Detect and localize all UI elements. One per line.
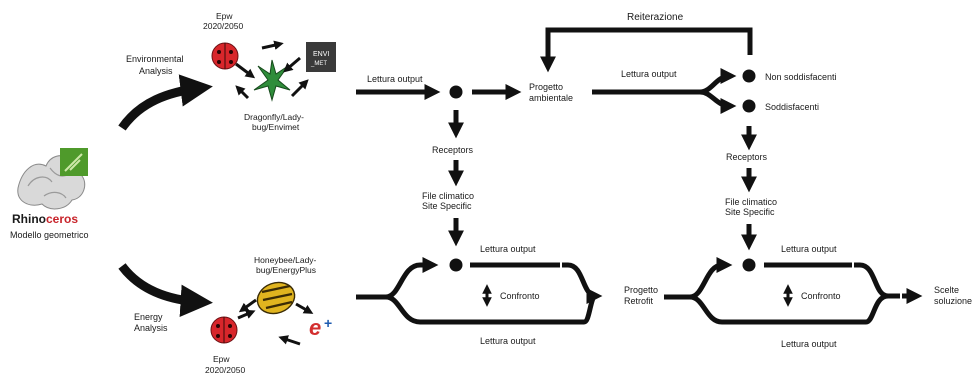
receptors-1: Receptors xyxy=(432,145,474,155)
bottom-lettura-output-bottom-1: Lettura output xyxy=(480,336,536,346)
energyplus-icon: e + xyxy=(306,315,338,340)
file-climatico-1-line2: Site Specific xyxy=(422,201,472,211)
env-arrow-loop-top xyxy=(261,40,284,50)
svg-text:ENVI: ENVI xyxy=(313,51,329,58)
env-arrow-envimet xyxy=(283,56,301,73)
progetto-retrofit-line2: Retrofit xyxy=(624,296,654,306)
svg-text:+: + xyxy=(324,315,332,331)
file-climatico-2-line2: Site Specific xyxy=(725,207,775,217)
bottom-lettura-output-top-1: Lettura output xyxy=(480,244,536,254)
fork-1-upper-arrow xyxy=(385,256,439,300)
progetto-retrofit-line1: Progetto xyxy=(624,285,658,295)
env-arrow-loop-left xyxy=(235,85,250,100)
fork-1-lower-line xyxy=(385,294,584,325)
energy-arrow-eplus-loop xyxy=(278,335,301,346)
fork-2-upper-arrow xyxy=(689,256,733,300)
bottom-lettura-output-bottom-2: Lettura output xyxy=(781,339,837,349)
receptors-2: Receptors xyxy=(726,152,768,162)
fork-2-lower-line xyxy=(689,294,866,325)
non-soddisfacenti-label: Non soddisfacenti xyxy=(765,72,837,82)
confronto-2-label: Confronto xyxy=(801,291,841,301)
file-climatico-1-line1: File climatico xyxy=(422,191,474,201)
env-arrow-loop-right xyxy=(290,79,309,98)
energy-arrow-honeybee-to-ladybug xyxy=(238,298,257,313)
arrow-to-environmental xyxy=(118,74,213,131)
energy-analysis-line2: Analysis xyxy=(134,323,168,333)
node-non-soddisfacenti xyxy=(742,69,756,83)
env-epw-line1: Epw xyxy=(216,11,233,21)
ladybug-icon xyxy=(210,316,238,344)
svg-text:_MET: _MET xyxy=(310,61,327,67)
soddisfacenti-label: Soddisfacenti xyxy=(765,102,819,112)
node-soddisfacenti xyxy=(742,99,756,113)
envimet-icon: ENVI _MET xyxy=(306,42,336,72)
confronto-1-label: Confronto xyxy=(500,291,540,301)
model-label: Modello geometrico xyxy=(10,230,89,240)
node-top-1 xyxy=(449,85,463,99)
progetto-ambientale-line2: ambientale xyxy=(529,93,573,103)
reiterazione-label: Reiterazione xyxy=(627,12,684,23)
svg-text:e: e xyxy=(309,315,321,340)
dragonfly-icon xyxy=(253,59,291,102)
ladybug-icon xyxy=(211,42,239,70)
split-down-arrow xyxy=(699,89,737,114)
progetto-ambientale-line1: Progetto xyxy=(529,82,563,92)
scelte-soluzione-line2: soluzione xyxy=(934,296,972,306)
env-analysis-line2: Analysis xyxy=(139,66,173,76)
bottom-lettura-output-top-2: Lettura output xyxy=(781,244,837,254)
env-epw-line2: 2020/2050 xyxy=(203,21,243,31)
energy-arrow-ladybug-loop xyxy=(237,309,256,320)
energy-analysis-line1: Energy xyxy=(134,312,163,322)
arrow-to-energy xyxy=(118,263,213,317)
rhino-brand: Rhinoceros xyxy=(12,212,78,226)
top-lettura-output-1: Lettura output xyxy=(367,74,423,84)
reiterazione-loop-arrow xyxy=(539,27,753,73)
env-tools-line1: Dragonfly/Lady- xyxy=(244,112,304,122)
energy-arrow-honeybee-to-eplus xyxy=(295,302,314,314)
honeybee-icon xyxy=(256,281,296,315)
merge-2-lower xyxy=(865,293,889,325)
merge-2-upper xyxy=(854,262,900,299)
top-lettura-output-2: Lettura output xyxy=(621,69,677,79)
env-tools-line2: bug/Envimet xyxy=(252,122,300,132)
energy-epw-line2: 2020/2050 xyxy=(205,365,245,375)
energy-tools-line2: bug/EnergyPlus xyxy=(256,265,316,275)
file-climatico-2-line1: File climatico xyxy=(725,197,777,207)
env-arrow-ladybug xyxy=(235,62,256,79)
scelte-soluzione-line1: Scelte xyxy=(934,285,959,295)
merge-1-upper xyxy=(562,262,603,304)
split-up-arrow xyxy=(699,68,737,95)
grasshopper-icon xyxy=(60,148,88,176)
node-bottom-1 xyxy=(449,258,463,272)
merge-1-lower xyxy=(582,293,598,325)
energy-tools-line1: Honeybee/Lady- xyxy=(254,255,317,265)
env-analysis-line1: Environmental xyxy=(126,54,184,64)
energy-epw-line1: Epw xyxy=(213,354,230,364)
node-bottom-2 xyxy=(742,258,756,272)
